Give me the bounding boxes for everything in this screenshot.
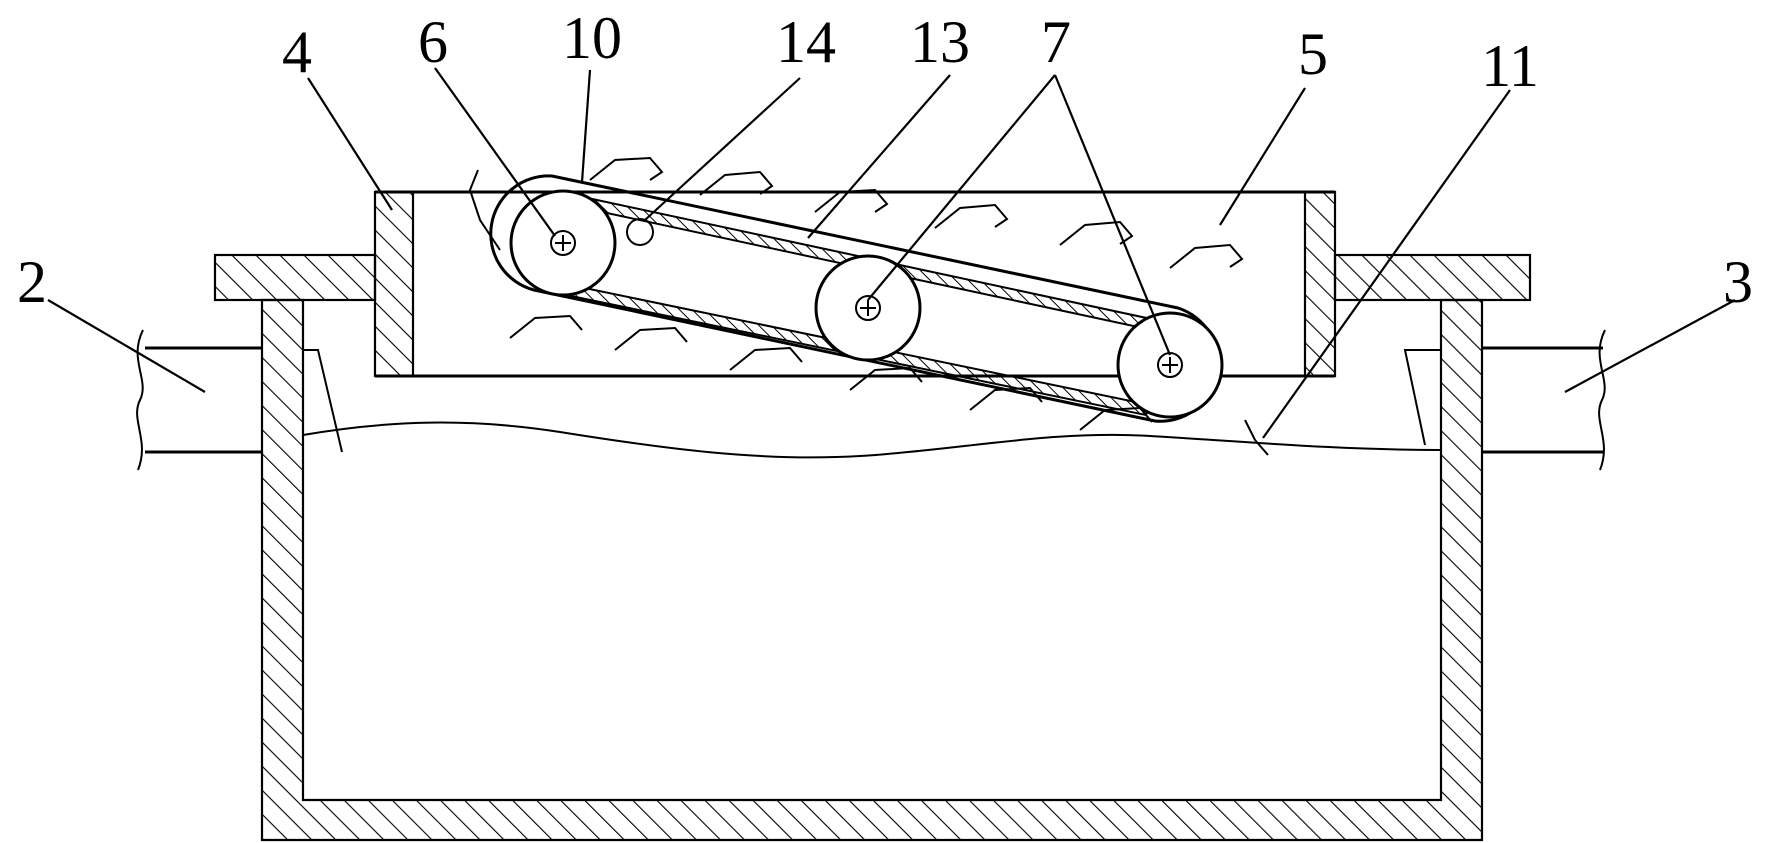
- tank-wall: [260, 298, 1484, 842]
- label-14: 14: [776, 9, 836, 75]
- roller-middle: [814, 254, 922, 362]
- frame-left-wall: [373, 190, 415, 378]
- label-6: 6: [418, 9, 448, 75]
- outlet-pipe: [1482, 329, 1606, 471]
- label-4: 4: [282, 19, 312, 85]
- roller-left: [509, 189, 617, 297]
- label-10: 10: [562, 5, 622, 71]
- leader-lines: [47, 67, 1736, 439]
- label-2: 2: [17, 249, 47, 315]
- small-pin: [626, 218, 654, 246]
- label-3: 3: [1723, 249, 1753, 315]
- frame-right-wall: [1303, 190, 1337, 378]
- water-surface: [302, 421, 1442, 459]
- right-flange: [1333, 253, 1532, 302]
- left-flange: [213, 253, 377, 302]
- label-11: 11: [1481, 33, 1539, 99]
- label-5: 5: [1298, 21, 1328, 87]
- right-deflector: [1403, 349, 1441, 446]
- label-13: 13: [910, 9, 970, 75]
- skimmer-blades: [468, 156, 1269, 456]
- left-deflector: [303, 349, 343, 453]
- label-7: 7: [1041, 9, 1071, 75]
- inlet-pipe: [136, 329, 262, 471]
- roller-right: [1116, 311, 1224, 419]
- tank: [260, 298, 1484, 842]
